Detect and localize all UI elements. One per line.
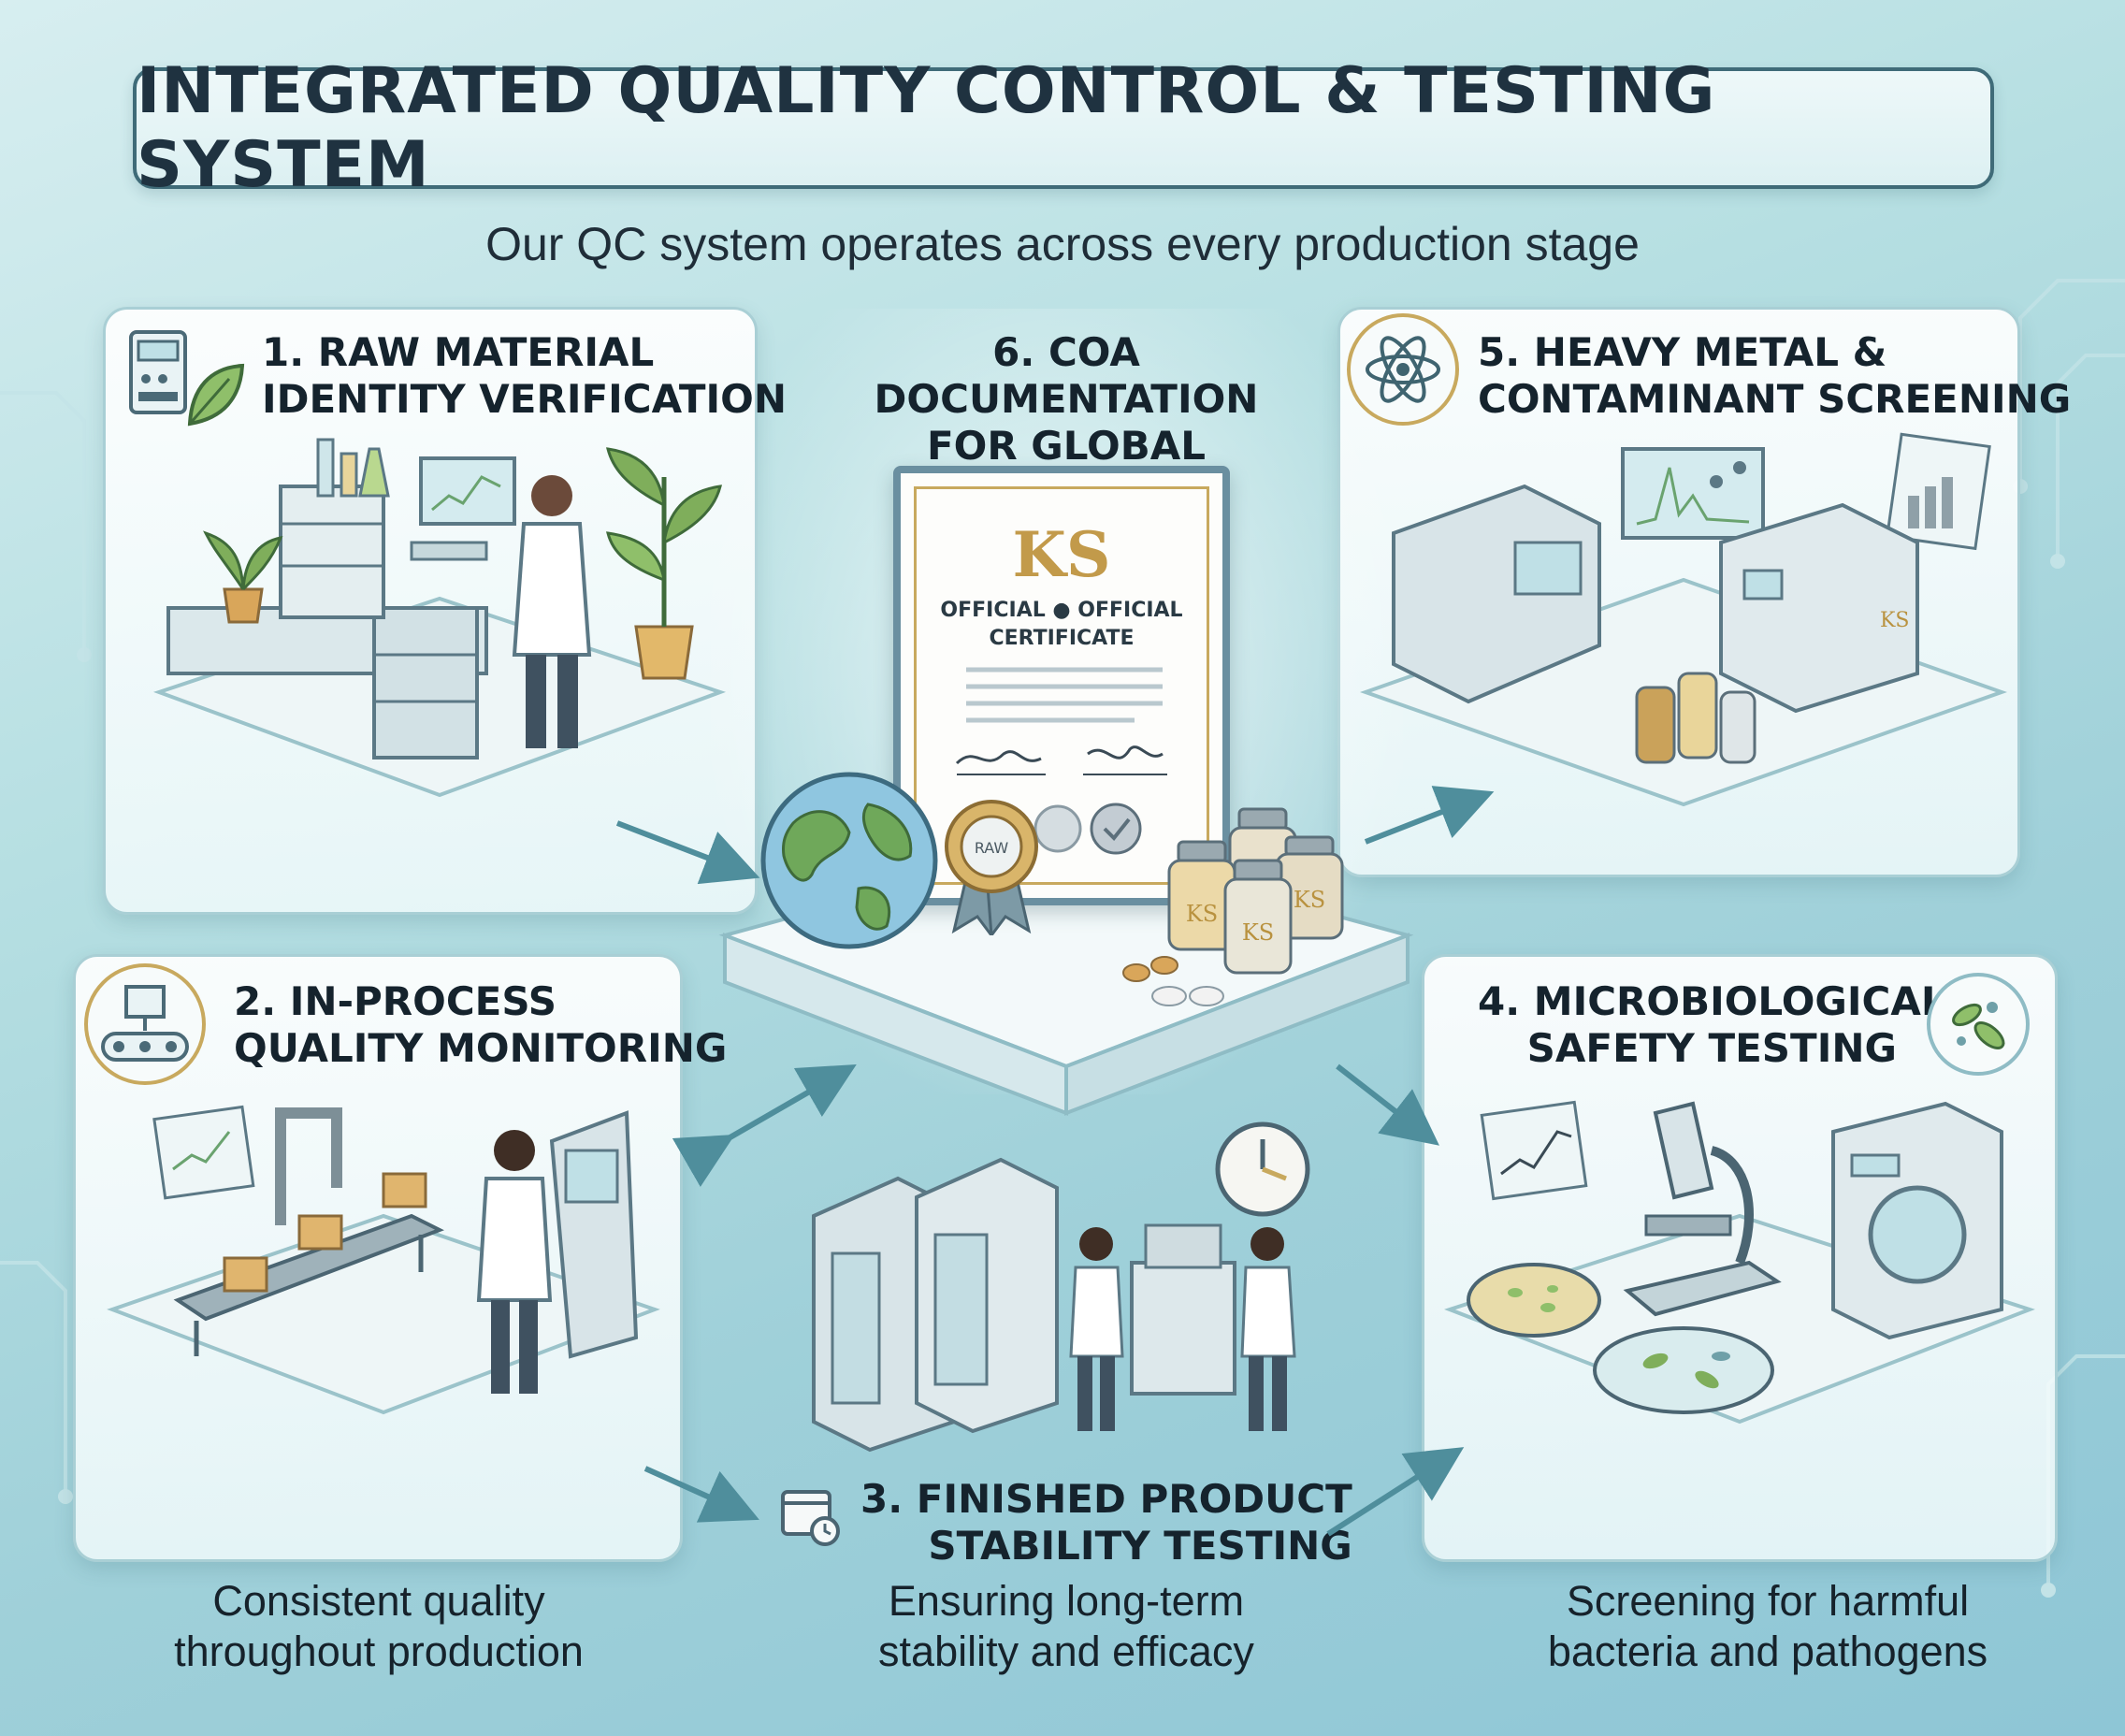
stage-1-title-line2: IDENTITY VERIFICATION (262, 376, 787, 422)
certificate-logo: KS (1012, 518, 1111, 591)
stage-3-title-line1: 3. FINISHED PRODUCT (860, 1476, 1352, 1522)
atom-icon (1366, 336, 1440, 403)
stage-4-title-line2: SAFETY TESTING (1526, 1025, 1897, 1071)
stage-2-caption: Consistent quality throughout production (103, 1576, 655, 1677)
certificate-line2: CERTIFICATE (989, 627, 1135, 650)
stage-2-production-scene (107, 1105, 660, 1415)
jar-label-1: KS (1186, 901, 1218, 927)
capsules (1122, 956, 1224, 1006)
stage-4-icon (1927, 973, 2030, 1076)
badge-text: RAW (975, 839, 1009, 857)
stage-3-stability-scene (812, 1121, 1310, 1453)
calendar-clock-icon (781, 1490, 840, 1546)
stage-3-caption: Ensuring long-term stability and efficac… (804, 1576, 1328, 1677)
stage-2-title-line1: 2. IN-PROCESS (234, 978, 557, 1024)
stage-4-caption-line2: bacteria and pathogens (1547, 1628, 1988, 1675)
stage-5-title: 5. HEAVY METAL & CONTAMINANT SCREENING (1478, 329, 2071, 423)
ribbon-badge-icon: RAW (945, 800, 1038, 935)
stage-2-icon (84, 963, 206, 1085)
certificate-line1: OFFICIAL ● OFFICIAL (940, 599, 1183, 622)
microbe-icon (1952, 1002, 2005, 1049)
stage-1-icon (120, 323, 223, 426)
coa-certificate: KS OFFICIAL ● OFFICIAL CERTIFICATE (893, 466, 1230, 905)
stage-3-caption-line2: stability and efficacy (878, 1628, 1254, 1675)
title-banner: INTEGRATED QUALITY CONTROL & TESTING SYS… (133, 54, 1994, 202)
stage-2-caption-line2: throughout production (174, 1628, 584, 1675)
stage-2-title-line2: QUALITY MONITORING (234, 1025, 728, 1071)
stage-3-title: 3. FINISHED PRODUCT STABILITY TESTING (860, 1476, 1352, 1570)
leaf-icon (187, 363, 245, 427)
stage-1-lab-scene (152, 438, 727, 798)
page-title: INTEGRATED QUALITY CONTROL & TESTING SYS… (137, 54, 1716, 202)
stage-5-icon (1347, 313, 1459, 426)
stage-4-title: 4. MICROBIOLOGICAL SAFETY TESTING (1478, 978, 1946, 1072)
subtitle: Our QC system operates across every prod… (485, 218, 1640, 270)
certificate-body (955, 667, 1167, 855)
stage-2-caption-line1: Consistent quality (212, 1577, 545, 1625)
stage-1-title-line1: 1. RAW MATERIAL (262, 329, 655, 375)
jar-label-2: KS (1242, 919, 1274, 946)
stage-4-caption: Screening for harmful bacteria and patho… (1478, 1576, 2058, 1677)
machine-label: KS (1880, 609, 1910, 632)
certificate-heading: OFFICIAL ● OFFICIAL CERTIFICATE (901, 597, 1222, 653)
stage-4-title-line1: 4. MICROBIOLOGICAL (1478, 978, 1946, 1024)
globe-icon (760, 772, 938, 949)
stage-1-title: 1. RAW MATERIAL IDENTITY VERIFICATION (262, 329, 787, 423)
conveyor-icon (101, 985, 189, 1062)
stage-3-title-line2: STABILITY TESTING (928, 1523, 1352, 1569)
lab-equipment-icon (129, 330, 187, 414)
stage-3-caption-line1: Ensuring long-term (888, 1577, 1245, 1625)
jar-label-3: KS (1294, 887, 1325, 913)
stage-4-micro-lab-scene (1444, 1100, 2035, 1425)
stage-5-title-line2: CONTAMINANT SCREENING (1478, 376, 2072, 422)
stage-4-caption-line1: Screening for harmful (1566, 1577, 1970, 1625)
stage-2-title: 2. IN-PROCESS QUALITY MONITORING (234, 978, 727, 1072)
stage-5-title-line1: 5. HEAVY METAL & (1478, 329, 1887, 375)
stage-5-lab-scene: KS (1359, 432, 2008, 807)
certificate-border (914, 486, 1209, 885)
stage-6-title-line1: 6. COA DOCUMENTATION (874, 329, 1259, 422)
supplement-jars: KS KS KS (1167, 807, 1344, 975)
